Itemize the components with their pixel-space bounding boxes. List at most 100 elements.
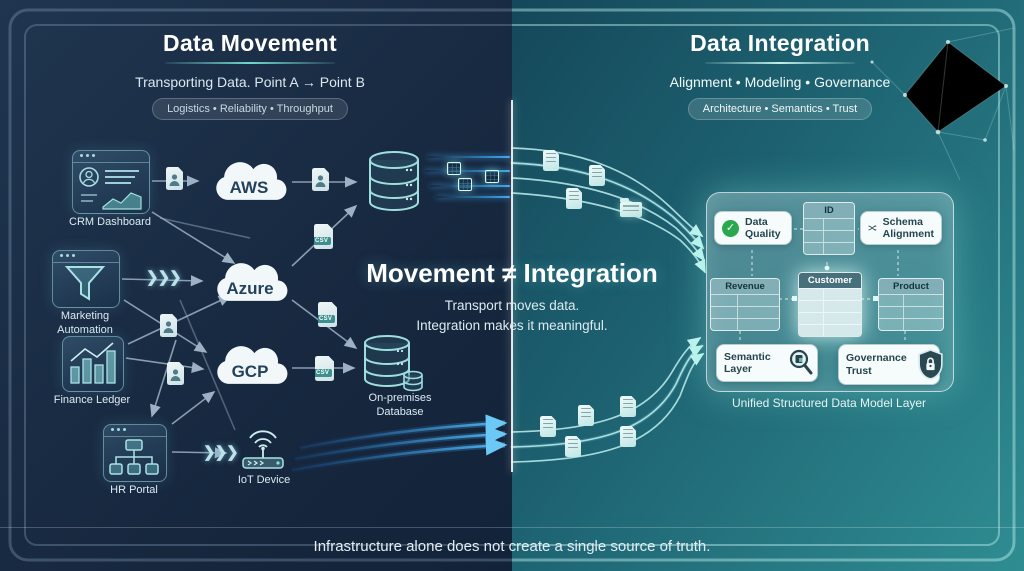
unified-model-caption: Unified Structured Data Model Layer bbox=[731, 396, 927, 410]
data-stream-streak bbox=[425, 170, 510, 172]
governance-trust-label: Governance Trust bbox=[846, 352, 907, 377]
table-row bbox=[799, 312, 861, 324]
azure-label: Azure bbox=[226, 279, 274, 298]
data-packet-icon bbox=[485, 170, 499, 183]
document-icon bbox=[565, 436, 581, 457]
crm-dashboard-icon bbox=[79, 167, 142, 210]
data-quality-label: Data Quality bbox=[745, 216, 781, 241]
table-row bbox=[879, 318, 943, 330]
data-packet-icon bbox=[458, 178, 472, 191]
semantic-layer-label: Semantic Layer bbox=[724, 350, 771, 375]
customer-table-header: Customer bbox=[799, 273, 861, 288]
left-title-underline bbox=[165, 62, 335, 64]
table-row bbox=[804, 218, 854, 230]
contact-file-icon bbox=[312, 168, 329, 191]
product-table: Product bbox=[878, 278, 944, 331]
check-circle-icon: ✓ bbox=[722, 219, 739, 237]
center-headline: Movement ≠ Integration bbox=[366, 258, 658, 288]
database-icon bbox=[369, 151, 419, 211]
document-icon bbox=[543, 150, 559, 171]
blue-stream-arrows bbox=[291, 414, 508, 473]
onprem-database-label: On-premises Database bbox=[368, 392, 432, 418]
triple-chevron-icon: ❯❯❯ bbox=[203, 444, 239, 461]
shuffle-arrows-icon bbox=[868, 225, 877, 231]
csv-file-badge: CSV bbox=[314, 237, 332, 245]
footer-divider bbox=[0, 527, 1024, 528]
data-packet-icon bbox=[447, 162, 461, 175]
table-row bbox=[804, 230, 854, 242]
aws-cloud: AWS bbox=[205, 152, 293, 214]
document-icon bbox=[620, 426, 636, 447]
data-quality-badge: ✓ Data Quality bbox=[714, 211, 792, 246]
finance-ledger-label: Finance Ledger bbox=[53, 394, 131, 406]
gcp-label: GCP bbox=[231, 362, 269, 381]
right-title-underline bbox=[705, 62, 855, 64]
table-row bbox=[711, 294, 779, 306]
window-titlebar bbox=[53, 251, 119, 263]
center-subline-1: Transport moves data. bbox=[444, 298, 580, 313]
center-subline-2: Integration makes it meaningful. bbox=[416, 318, 608, 334]
right-subtitle: Alignment • Modeling • Governance bbox=[669, 74, 891, 90]
crm-dashboard-label: CRM Dashboard bbox=[69, 216, 151, 228]
document-icon bbox=[578, 405, 594, 426]
schema-alignment-badge: Schema Alignment bbox=[860, 211, 942, 246]
onprem-database bbox=[360, 333, 426, 400]
cloud-icon bbox=[216, 162, 287, 200]
footer-message: Infrastructure alone does not create a s… bbox=[313, 538, 711, 555]
table-row bbox=[804, 242, 854, 254]
aws-label: AWS bbox=[229, 178, 269, 197]
hr-portal-label: HR Portal bbox=[110, 484, 158, 496]
cloud-icon bbox=[217, 263, 288, 301]
customer-table: Customer bbox=[798, 272, 862, 337]
cloud-database bbox=[363, 148, 425, 223]
table-row bbox=[799, 300, 861, 312]
schema-alignment-label: Schema Alignment bbox=[882, 216, 935, 241]
id-table-header: ID bbox=[804, 203, 854, 218]
constellation-network bbox=[870, 27, 1015, 181]
magnifier-document-icon bbox=[789, 349, 813, 375]
revenue-table-header: Revenue bbox=[711, 279, 779, 294]
table-row bbox=[711, 306, 779, 318]
left-header: Data Movement Transporting Data. Point A… bbox=[110, 30, 390, 120]
contact-file-icon bbox=[166, 167, 183, 190]
iot-antenna-icon bbox=[242, 430, 284, 469]
gcp-cloud: GCP bbox=[206, 336, 294, 398]
table-row bbox=[799, 288, 861, 300]
funnel-icon bbox=[64, 266, 106, 301]
data-stream-streak bbox=[428, 156, 510, 158]
document-icon bbox=[566, 188, 582, 209]
cloud-icon bbox=[217, 346, 288, 384]
finance-ledger-card bbox=[62, 336, 124, 392]
revenue-table: Revenue bbox=[710, 278, 780, 331]
csv-file-badge: CSV bbox=[315, 369, 333, 377]
contact-file-icon bbox=[160, 314, 177, 337]
product-table-header: Product bbox=[879, 279, 943, 294]
iot-device-label: IoT Device bbox=[237, 474, 291, 486]
left-title: Data Movement bbox=[163, 30, 337, 56]
document-icon bbox=[540, 416, 556, 437]
window-titlebar bbox=[73, 151, 149, 163]
governance-trust-badge: Governance Trust bbox=[838, 344, 943, 385]
semantic-layer-badge: Semantic Layer bbox=[716, 344, 818, 382]
org-chart-icon bbox=[109, 439, 159, 475]
triple-chevron-icon: ❯❯❯ bbox=[146, 269, 182, 286]
database-icon bbox=[364, 335, 423, 392]
document-icon bbox=[589, 165, 605, 186]
id-table: ID bbox=[803, 202, 855, 255]
iot-device bbox=[238, 426, 288, 477]
center-message: Movement ≠ Integration Transport moves d… bbox=[312, 258, 712, 337]
right-pill-badge: Architecture • Semantics • Trust bbox=[687, 98, 873, 120]
marketing-automation-card bbox=[52, 250, 120, 308]
azure-cloud: Azure bbox=[206, 253, 294, 315]
bar-chart-icon bbox=[70, 342, 116, 384]
table-row bbox=[879, 306, 943, 318]
left-pill-badge: Logistics • Reliability • Throughput bbox=[152, 98, 348, 120]
csv-file-icon: CSV bbox=[318, 302, 337, 327]
right-title: Data Integration bbox=[690, 30, 870, 56]
table-row bbox=[879, 294, 943, 306]
csv-file-badge: CSV bbox=[318, 315, 336, 323]
shield-lock-icon bbox=[918, 349, 943, 380]
document-icon bbox=[620, 396, 636, 417]
